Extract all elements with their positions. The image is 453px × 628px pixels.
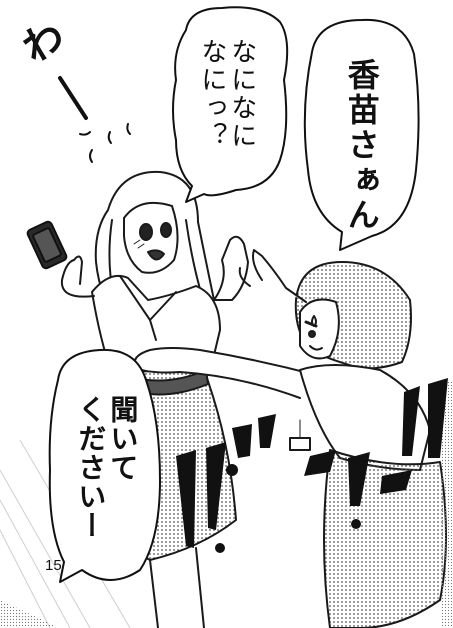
tone-bottom-left <box>0 600 60 628</box>
bubble-nani <box>172 6 289 203</box>
impact-marks <box>176 378 448 553</box>
speech-nani: なになに なにっ？ <box>196 38 257 150</box>
speech-kiite: 聞いて くださいー <box>74 395 140 540</box>
bubble-kiite <box>48 348 161 583</box>
sfx-wa-dash <box>58 76 88 120</box>
phone <box>26 220 68 270</box>
page-number: 15 <box>45 557 62 574</box>
speech-kanae: 香苗さぁん <box>342 58 381 233</box>
bubble-kanae <box>303 18 420 251</box>
tone-right-edge <box>440 380 453 628</box>
surprise-marks <box>79 123 131 163</box>
